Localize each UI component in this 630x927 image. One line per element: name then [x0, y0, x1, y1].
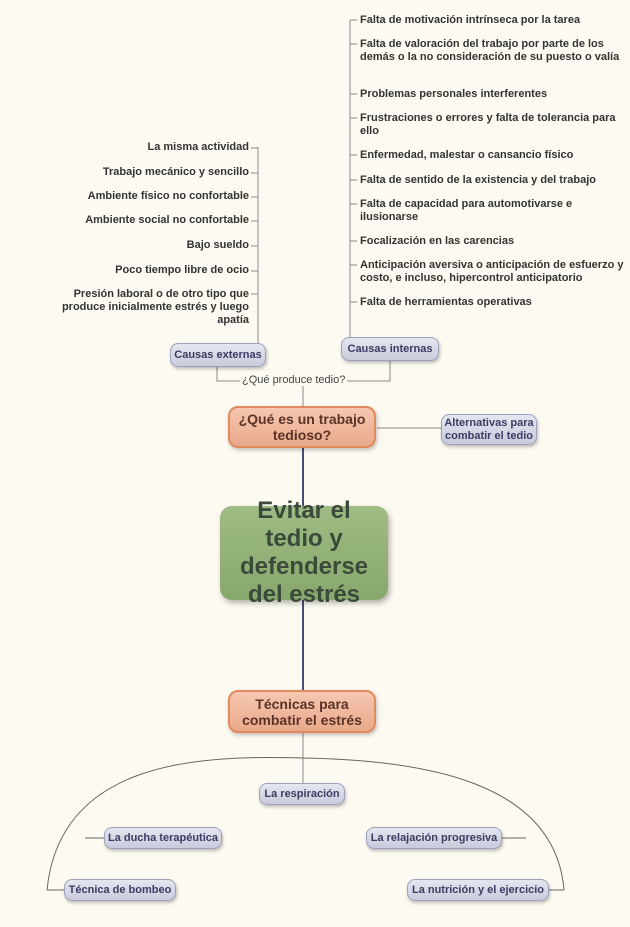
internal-cause-item[interactable]: Falta de sentido de la existencia y del … — [360, 174, 596, 186]
technique-respiracion-label: La respiración — [264, 787, 340, 800]
internal-cause-item[interactable]: Falta de capacidad para automotivarse e … — [360, 198, 573, 223]
technique-nutricion[interactable]: La nutrición y el ejercicio — [407, 879, 549, 901]
estres-topic-node[interactable]: Técnicas para combatir el estrés — [228, 690, 376, 733]
external-cause-item[interactable]: Ambiente físico no confortable — [87, 190, 249, 202]
internal-cause-item[interactable]: Falta de motivación intrínseca por la ta… — [360, 14, 581, 26]
internal-causes-node[interactable]: Causas internas — [341, 337, 439, 361]
central-topic-node[interactable]: Evitar el tedio y defenderse del estrés — [220, 497, 388, 608]
internal-cause-item[interactable]: Frustraciones o errores y falta de toler… — [360, 112, 616, 137]
estres-topic-label: Técnicas para combatir el estrés — [242, 695, 362, 728]
internal-cause-item[interactable]: Problemas personales interferentes — [360, 88, 548, 100]
technique-relajacion-label: La relajación progresiva — [370, 831, 498, 844]
internal-cause-item[interactable]: Anticipación aversiva o anticipación de … — [360, 259, 624, 284]
technique-ducha-label: La ducha terapéutica — [107, 831, 219, 844]
relationship-label: ¿Qué produce tedio? — [240, 374, 348, 386]
alternatives-node[interactable]: Alternativas para combatir el tedio — [441, 414, 537, 445]
technique-bombeo[interactable]: Técnica de bombeo — [64, 879, 176, 901]
external-cause-item[interactable]: Trabajo mecánico y sencillo — [102, 166, 249, 178]
technique-ducha[interactable]: La ducha terapéutica — [104, 827, 222, 849]
technique-nutricion-label: La nutrición y el ejercicio — [411, 883, 545, 896]
internal-cause-item[interactable]: Focalización en las carencias — [360, 235, 515, 247]
technique-respiracion[interactable]: La respiración — [259, 783, 345, 805]
internal-cause-item[interactable]: Falta de valoración del trabajo por part… — [360, 38, 620, 63]
external-cause-item[interactable]: Poco tiempo libre de ocio — [115, 264, 249, 276]
internal-causes-label: Causas internas — [347, 342, 433, 355]
internal-ticks — [350, 19, 357, 303]
external-causes-label: Causas externas — [174, 348, 262, 361]
external-ticks — [251, 147, 258, 295]
external-cause-item[interactable]: Presión laboral o de otro tipo que produ… — [61, 288, 249, 326]
external-causes-node[interactable]: Causas externas — [170, 343, 266, 367]
internal-cause-item[interactable]: Falta de herramientas operativas — [360, 296, 532, 308]
external-cause-item[interactable]: Ambiente social no confortable — [85, 214, 249, 226]
alternatives-label: Alternativas para combatir el tedio — [444, 416, 534, 442]
tedio-topic-node[interactable]: ¿Qué es un trabajo tedioso? — [228, 406, 376, 448]
central-topic-label: Evitar el tedio y defenderse del estrés — [239, 497, 369, 608]
technique-relajacion[interactable]: La relajación progresiva — [366, 827, 502, 849]
external-cause-item[interactable]: Bajo sueldo — [186, 239, 249, 251]
external-cause-item[interactable]: La misma actividad — [147, 141, 250, 153]
technique-bombeo-label: Técnica de bombeo — [68, 883, 172, 896]
techniques-arc — [46, 756, 565, 891]
tedio-topic-label: ¿Qué es un trabajo tedioso? — [238, 411, 366, 443]
internal-cause-item[interactable]: Enfermedad, malestar o cansancio físico — [360, 149, 574, 161]
